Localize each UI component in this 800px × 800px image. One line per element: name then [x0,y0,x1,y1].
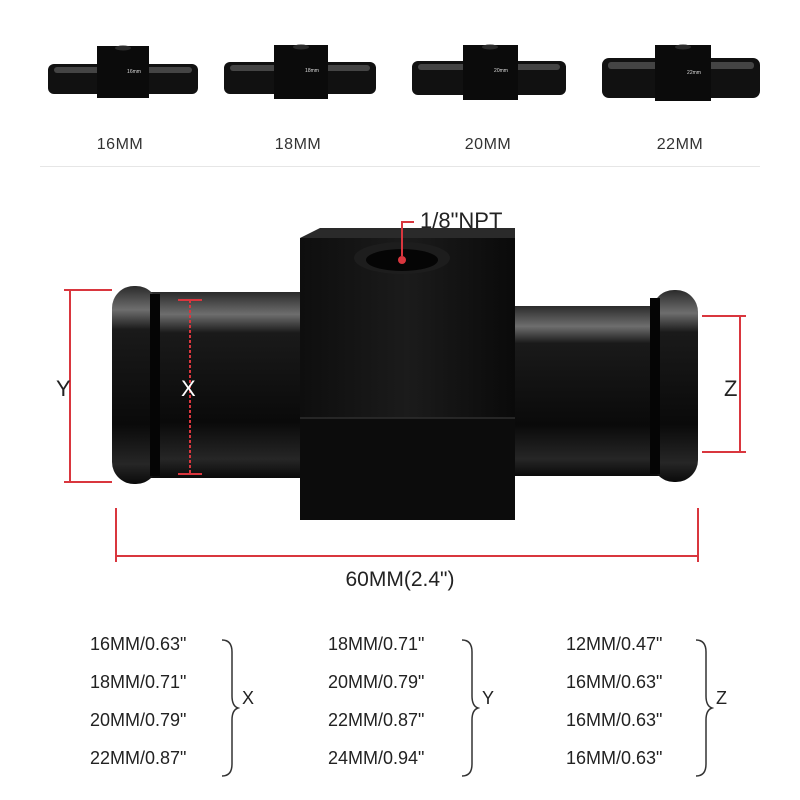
variant-label: 22MM [656,136,704,153]
spec-value: 16MM/0.63" [566,710,663,730]
variant-22mm: 22mm 22MM [590,40,770,160]
variant-stamp: 16mm [127,69,141,75]
spec-value: 20MM/0.79" [328,672,425,692]
variant-stamp: 20mm [494,68,508,74]
spec-value: 18MM/0.71" [90,672,187,692]
y-brace [461,639,480,777]
npt-leader-line [401,221,414,256]
length-label: 60MM(2.4") [345,568,455,591]
adapter-18mm-image: 18mm [224,44,376,99]
spec-value: 12MM/0.47" [566,634,663,654]
variant-label: 18MM [274,136,322,153]
spec-letter: Y [482,688,495,708]
adapter-20mm-image: 20mm [412,44,566,100]
variant-16mm: 16mm 16MM [30,40,210,160]
z-spec-group: 12MM/0.47" 16MM/0.63" 16MM/0.63" 16MM/0.… [566,628,746,778]
left-barb [112,286,320,484]
spec-letter: Z [716,688,727,708]
variant-18mm: 18mm 18MM [208,40,388,160]
adapter-22mm-image: 22mm [602,44,760,101]
z-label: Z [724,376,738,401]
spec-value: 22MM/0.87" [90,748,187,768]
npt-port-dot [398,256,406,264]
adapter-16mm-image: 16mm [48,45,198,98]
y-label: Y [56,376,71,401]
spec-value: 20MM/0.79" [90,710,187,730]
variant-stamp: 18mm [305,68,319,74]
spec-value: 24MM/0.94" [328,748,425,768]
x-brace [221,639,240,777]
right-barb [500,290,698,482]
spec-value: 18MM/0.71" [328,634,425,654]
spec-value: 16MM/0.63" [566,672,663,692]
length-dimension-line [115,508,699,562]
x-label: X [181,376,196,401]
spec-value: 22MM/0.87" [328,710,425,730]
z-brace [695,639,714,777]
spec-letter: X [242,688,255,708]
spec-value: 16MM/0.63" [566,748,663,768]
center-block [300,228,515,520]
variant-stamp: 22mm [687,70,701,76]
y-dimension-line [64,289,112,483]
z-dimension-line [702,315,746,453]
divider [40,166,760,167]
spec-value: 16MM/0.63" [90,634,187,654]
variant-20mm: 20mm 20MM [398,40,578,160]
npt-label: 1/8"NPT [420,208,503,233]
variant-label: 16MM [96,136,144,153]
x-dimension-line [178,299,202,475]
adapter-diagram [64,221,746,562]
y-spec-group: 18MM/0.71" 20MM/0.79" 22MM/0.87" 24MM/0.… [328,628,508,778]
x-spec-group: 16MM/0.63" 18MM/0.71" 20MM/0.79" 22MM/0.… [90,628,270,778]
variant-label: 20MM [464,136,512,153]
